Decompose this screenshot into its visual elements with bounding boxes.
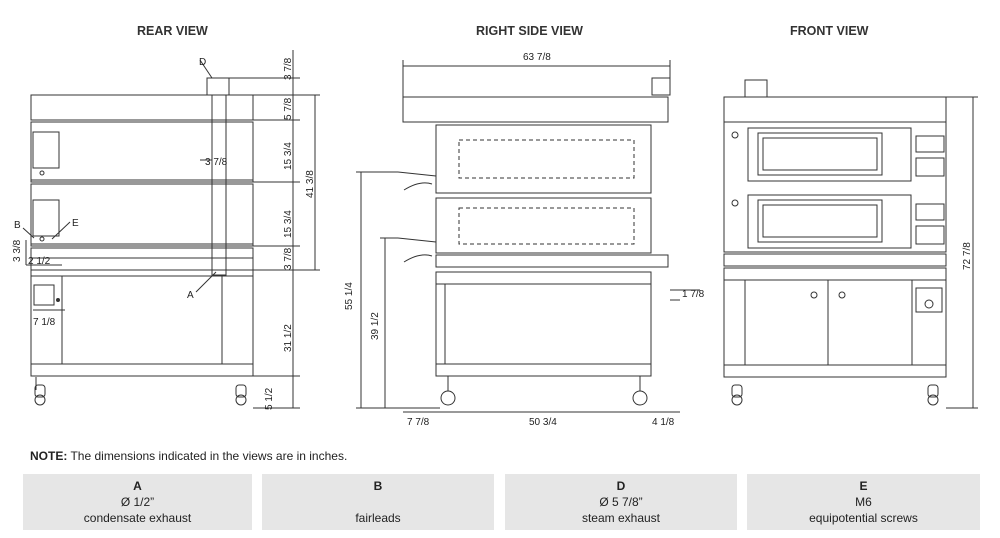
side-view-title: RIGHT SIDE VIEW <box>476 24 583 38</box>
legend-description: steam exhaust <box>581 511 661 525</box>
technical-drawing: D B E A 3 7/8 5 7/8 15 3/4 41 3/8 15 3/4… <box>12 50 978 428</box>
side-dim-b3: 4 1/8 <box>652 417 675 428</box>
rear-view-title: REAR VIEW <box>137 24 208 38</box>
legend-key: B <box>373 479 383 493</box>
legend-value: Ø 1/2” <box>120 495 155 509</box>
rear-dim-8: 5 1/2 <box>264 387 275 410</box>
rear-dim-2: 5 7/8 <box>283 97 294 120</box>
legend-value: Ø 5 7/8” <box>599 495 643 509</box>
front-view-drawing <box>723 79 978 409</box>
legend-key: E <box>859 479 868 493</box>
note-label: NOTE: <box>30 449 68 463</box>
front-view-title: FRONT VIEW <box>790 24 869 38</box>
side-dim-width: 63 7/8 <box>523 52 551 63</box>
rear-dim-3: 15 3/4 <box>283 142 294 170</box>
legend-description: condensate exhaust <box>83 511 192 525</box>
legend-item-d: D Ø 5 7/8” steam exhaust <box>505 474 737 530</box>
label-b: B <box>14 220 21 231</box>
rear-dim-10: 3 3/8 <box>12 239 23 262</box>
legend-key: D <box>616 479 626 493</box>
rear-view-drawing <box>22 50 320 409</box>
dimensions-note: NOTE: The dimensions indicated in the vi… <box>30 449 347 463</box>
side-dim-r1: 1 7/8 <box>682 289 705 300</box>
label-a: A <box>187 290 194 301</box>
rear-dim-4: 41 3/8 <box>305 170 316 198</box>
label-d: D <box>199 57 206 68</box>
legend-item-e: E M6 equipotential screws <box>747 474 980 530</box>
rear-dim-6: 3 7/8 <box>283 247 294 270</box>
side-dim-b1: 7 7/8 <box>407 417 430 428</box>
legend-key: A <box>133 479 142 493</box>
rear-dim-5: 15 3/4 <box>283 210 294 238</box>
side-view-drawing <box>356 60 700 413</box>
rear-dim-7: 31 1/2 <box>283 324 294 352</box>
rear-dim-9: 3 7/8 <box>205 157 228 168</box>
legend-description: fairleads <box>355 511 401 525</box>
side-dim-h2: 39 1/2 <box>370 312 381 340</box>
note-text: The dimensions indicated in the views ar… <box>67 449 348 463</box>
rear-dim-11: 2 1/2 <box>28 256 51 267</box>
rear-dim-1: 3 7/8 <box>283 57 294 80</box>
label-e: E <box>72 218 79 229</box>
legend-item-b: B fairleads <box>262 474 494 530</box>
side-dim-b2: 50 3/4 <box>529 417 557 428</box>
rear-dim-12: 7 1/8 <box>33 317 56 328</box>
legend-description: equipotential screws <box>809 511 918 525</box>
legend-item-a: A Ø 1/2” condensate exhaust <box>23 474 252 530</box>
side-dim-h1: 55 1/4 <box>344 282 355 310</box>
legend-value: M6 <box>855 495 872 509</box>
front-dim-height: 72 7/8 <box>962 242 973 270</box>
